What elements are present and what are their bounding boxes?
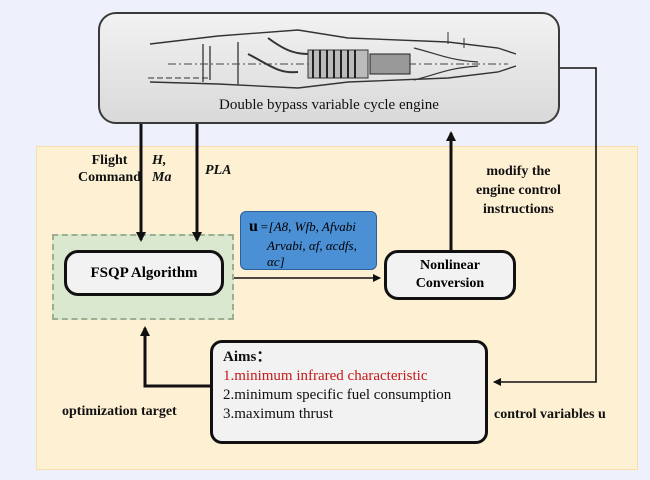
u-vector-line1: =[A8, Wfb, Afvabi — [259, 219, 356, 234]
h-ma-label: H, Ma — [152, 153, 172, 185]
engine-title: Double bypass variable cycle engine — [219, 97, 439, 113]
u-symbol: u — [249, 218, 258, 235]
arrow-aims-to-fsqp — [140, 326, 210, 388]
aim-item-fuel: 2.minimum specific fuel consumption — [223, 387, 452, 403]
aim-item-thrust: 3.maximum thrust — [223, 406, 333, 422]
modify-instructions-label: modify the engine control instructions — [476, 164, 561, 217]
conversion-label: Nonlinear Conversion — [415, 258, 485, 291]
engine-schematic-icon — [148, 29, 517, 89]
aims-header: Aims： — [223, 349, 272, 365]
optimization-target-label: optimization target — [62, 404, 177, 419]
u-vector-line2: Arvabi, αf, αcdfs, αc] — [267, 238, 357, 269]
control-variables-label: control variables u — [494, 407, 606, 422]
fsqp-algorithm-box: FSQP Algorithm — [64, 250, 224, 296]
aim-item-infrared: 1.minimum infrared characteristic — [223, 368, 428, 384]
arrow-engine-to-aims — [493, 67, 597, 386]
nonlinear-conversion-box: Nonlinear Conversion — [384, 250, 516, 300]
engine-box: Double bypass variable cycle engine — [98, 12, 560, 124]
control-vector-box: u=[A8, Wfb, Afvabi Arvabi, αf, αcdfs, αc… — [240, 211, 377, 270]
flight-command-label: Flight Command — [78, 153, 142, 185]
pla-label: PLA — [205, 163, 232, 178]
aims-box: Aims： 1.minimum infrared characteristic … — [210, 340, 488, 444]
